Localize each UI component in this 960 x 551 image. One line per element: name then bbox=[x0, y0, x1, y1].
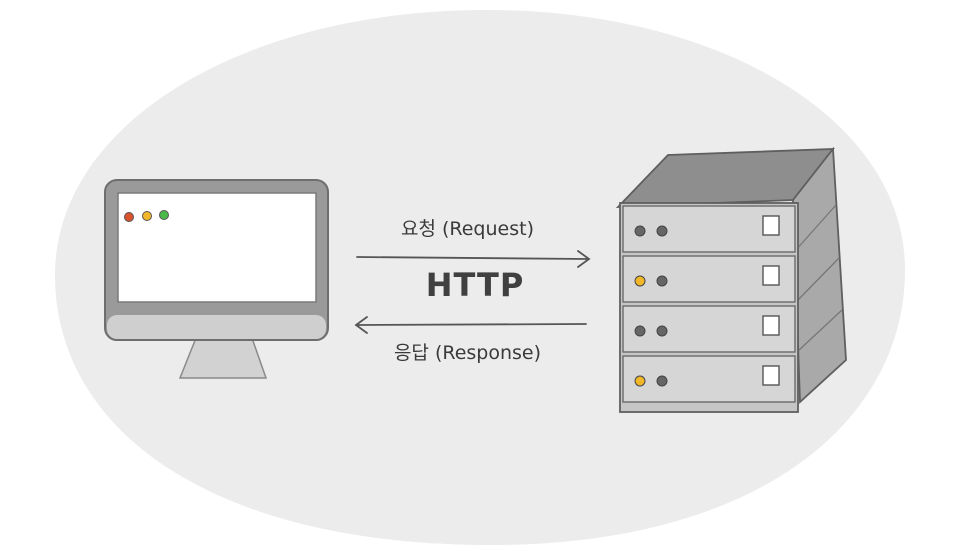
status-light-icon bbox=[634, 325, 646, 337]
status-light-icon bbox=[634, 375, 646, 387]
activity-light-icon bbox=[656, 225, 668, 237]
drive-bay-icon bbox=[762, 265, 780, 286]
drive-bay-icon bbox=[762, 365, 780, 386]
monitor-stand bbox=[178, 337, 268, 379]
server-side-seams bbox=[794, 204, 843, 352]
server-unit bbox=[622, 355, 796, 403]
monitor-chin bbox=[107, 315, 326, 339]
server-unit bbox=[622, 305, 796, 353]
browser-window bbox=[117, 192, 317, 303]
request-label: 요청 (Request) bbox=[400, 218, 534, 240]
window-dot-green bbox=[159, 210, 169, 220]
server-rack-icon bbox=[615, 146, 847, 413]
request-arrow bbox=[356, 250, 591, 268]
status-light-icon bbox=[634, 275, 646, 287]
protocol-label: HTTP bbox=[425, 266, 525, 304]
response-label: 응답 (Response) bbox=[393, 342, 542, 364]
drive-bay-icon bbox=[762, 315, 780, 336]
drive-bay-icon bbox=[762, 215, 780, 236]
server-unit bbox=[622, 205, 796, 253]
response-arrow bbox=[354, 316, 587, 334]
server-unit bbox=[622, 255, 796, 303]
activity-light-icon bbox=[656, 275, 668, 287]
activity-light-icon bbox=[656, 375, 668, 387]
window-dot-yellow bbox=[142, 211, 152, 221]
window-dot-red bbox=[124, 212, 134, 222]
computer-monitor-icon bbox=[104, 179, 329, 379]
status-light-icon bbox=[634, 225, 646, 237]
activity-light-icon bbox=[656, 325, 668, 337]
